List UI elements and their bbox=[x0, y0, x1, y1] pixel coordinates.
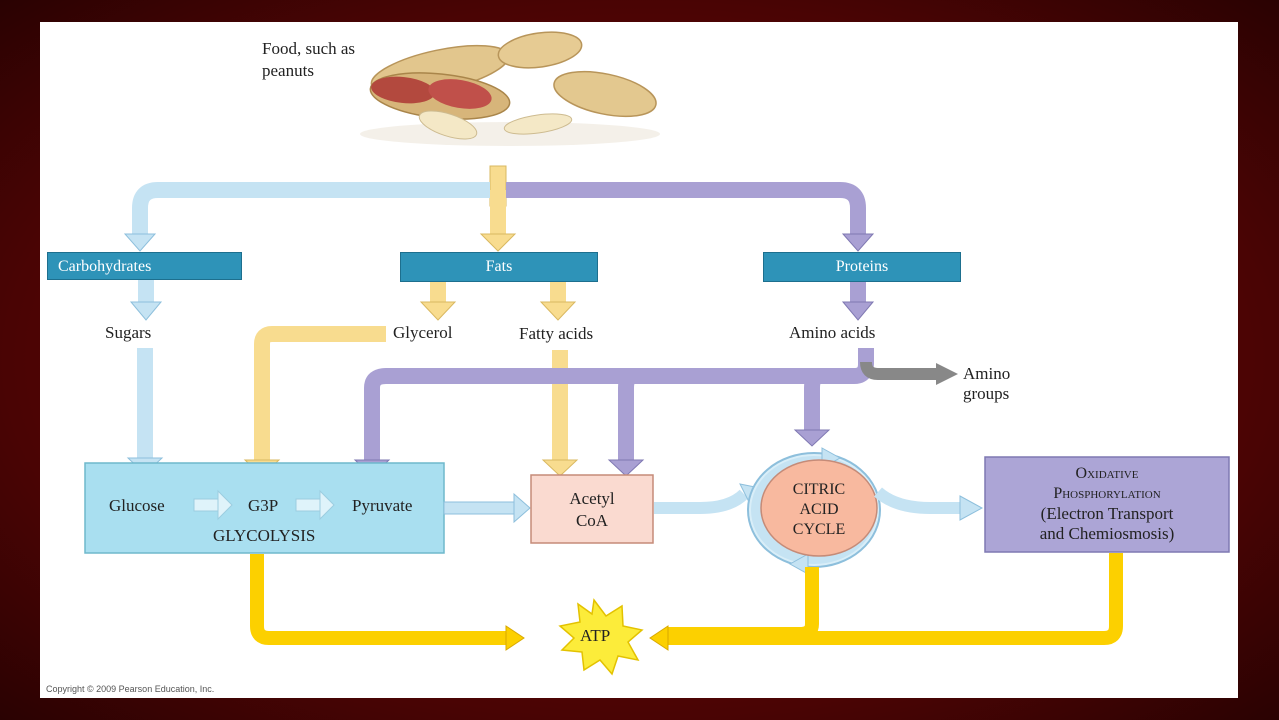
fatty-acids-label: Fatty acids bbox=[519, 324, 594, 343]
g3p-label: G3P bbox=[248, 496, 279, 515]
amino-groups-label: Amino groups bbox=[963, 364, 1011, 403]
fats-label: Fats bbox=[485, 258, 513, 275]
oxidative-phosphorylation-box bbox=[984, 456, 1230, 553]
carbohydrates-box: Carbohydrates bbox=[47, 252, 242, 280]
glycolysis-title: GLYCOLYSIS bbox=[213, 526, 316, 545]
acetyl-coa-label: Acetyl CoA bbox=[569, 489, 615, 530]
carbohydrates-label: Carbohydrates bbox=[58, 258, 152, 275]
glycerol-label: Glycerol bbox=[393, 323, 453, 342]
citric-acid-cycle-core bbox=[760, 459, 878, 557]
diagram-panel: Food, such as peanuts Carbohydrates Fats… bbox=[40, 22, 1238, 698]
peanuts-illustration bbox=[360, 31, 660, 146]
glycolysis-box bbox=[84, 462, 445, 554]
fats-box: Fats bbox=[400, 252, 598, 282]
oxidative-phosphorylation-label: Oxidative Phosphorylation (Electron Tran… bbox=[1039, 465, 1175, 543]
protein-arrowhead bbox=[841, 233, 875, 252]
pyruvate-label: Pyruvate bbox=[352, 496, 413, 515]
acetyl-coa-box bbox=[530, 474, 654, 544]
proteins-label: Proteins bbox=[835, 258, 889, 275]
flow-arrows bbox=[84, 31, 1230, 676]
atp-label: ATP bbox=[580, 626, 611, 645]
carb-arrowhead bbox=[123, 233, 157, 252]
glucose-label: Glucose bbox=[109, 496, 165, 515]
citric-acid-cycle-label: CITRIC ACID CYCLE bbox=[792, 481, 846, 538]
fat-arrowhead bbox=[479, 233, 517, 252]
sugars-label: Sugars bbox=[105, 323, 152, 342]
atp-burst bbox=[558, 598, 644, 676]
amino-acids-label: Amino acids bbox=[789, 323, 876, 342]
food-label: Food, such as peanuts bbox=[262, 39, 356, 80]
copyright: Copyright © 2009 Pearson Education, Inc. bbox=[46, 684, 215, 694]
proteins-box: Proteins bbox=[763, 252, 961, 282]
